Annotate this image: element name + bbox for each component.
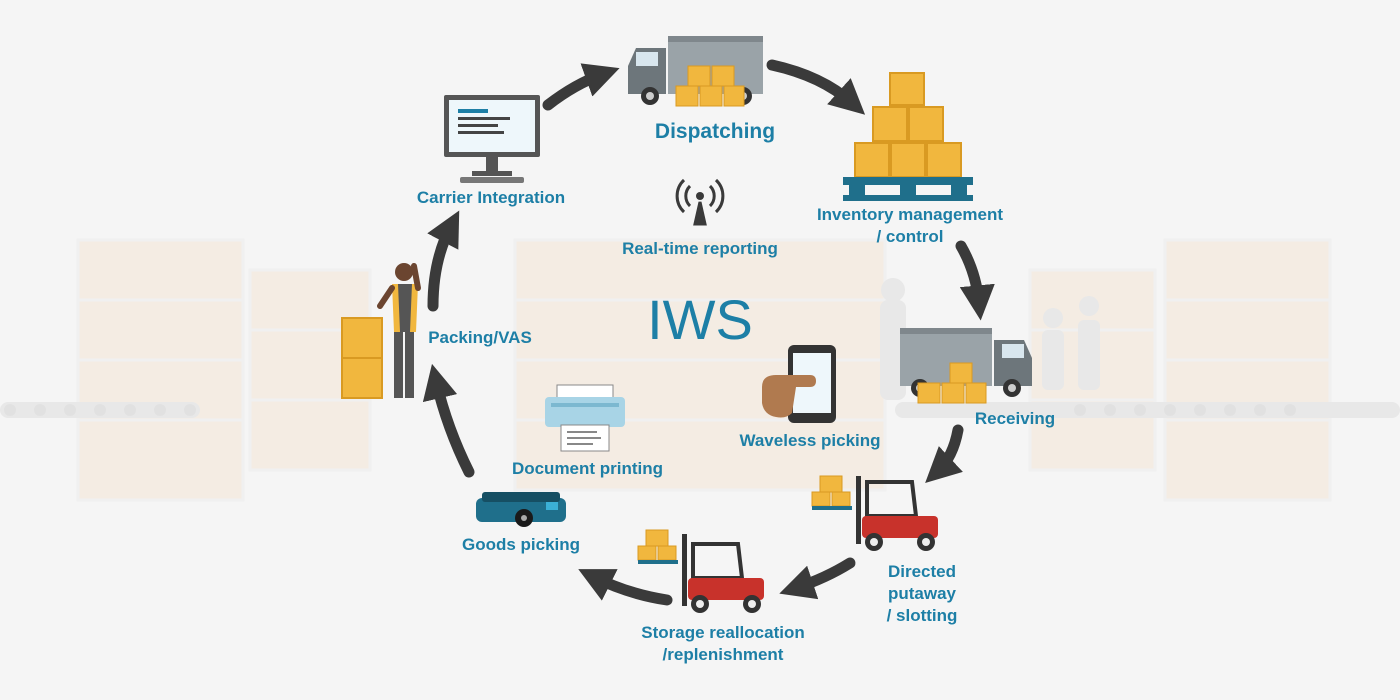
shelf-right xyxy=(1028,238,1332,502)
forklift-icon xyxy=(811,475,938,551)
phone-tap-icon xyxy=(762,345,836,423)
step-label-inventory: Inventory management / control xyxy=(816,205,1004,246)
step-label-putaway: Directed putaway / slotting xyxy=(886,562,958,625)
truck-loaded-icon xyxy=(900,328,1032,404)
step-label-carrier: Carrier Integration xyxy=(416,188,566,207)
background-workers xyxy=(880,278,1100,400)
arrow-storage-to-goods xyxy=(578,569,673,606)
arrow-carrier-to-dispatching xyxy=(542,63,620,111)
arrow-putaway-to-storage xyxy=(779,557,856,600)
arrow-receiving-to-putaway xyxy=(925,424,964,484)
pallet-boxes-icon xyxy=(843,72,973,201)
cycle-arrows xyxy=(422,59,995,606)
arrow-inventory-to-receiving xyxy=(955,240,995,321)
monitor-icon xyxy=(444,95,540,183)
shelf-left xyxy=(76,238,372,502)
step-label-receiving: Receiving xyxy=(974,409,1056,428)
feature-label-waveless: Waveless picking xyxy=(739,431,881,450)
step-label-goods-picking: Goods picking xyxy=(461,535,581,554)
center-label: IWS xyxy=(647,288,753,351)
broadcast-antenna-icon xyxy=(675,178,725,226)
arrow-goods-to-packing xyxy=(422,363,475,478)
conveyor-right xyxy=(895,402,1400,418)
arrow-packing-to-carrier xyxy=(427,210,460,312)
step-label-storage: Storage reallocation /replenishment xyxy=(641,623,805,664)
feature-label-document: Document printing xyxy=(511,459,664,478)
truck-loaded-icon xyxy=(628,36,763,107)
robot-picker-icon xyxy=(476,492,566,527)
step-label-packing: Packing/VAS xyxy=(428,328,532,347)
arrow-dispatching-to-inventory xyxy=(766,59,866,115)
feature-label-realtime: Real-time reporting xyxy=(622,239,778,258)
worker-icon xyxy=(341,263,421,399)
printer-icon xyxy=(545,384,625,452)
conveyor-left xyxy=(0,402,200,418)
step-label-dispatching: Dispatching xyxy=(654,120,776,143)
forklift-icon xyxy=(637,529,764,613)
